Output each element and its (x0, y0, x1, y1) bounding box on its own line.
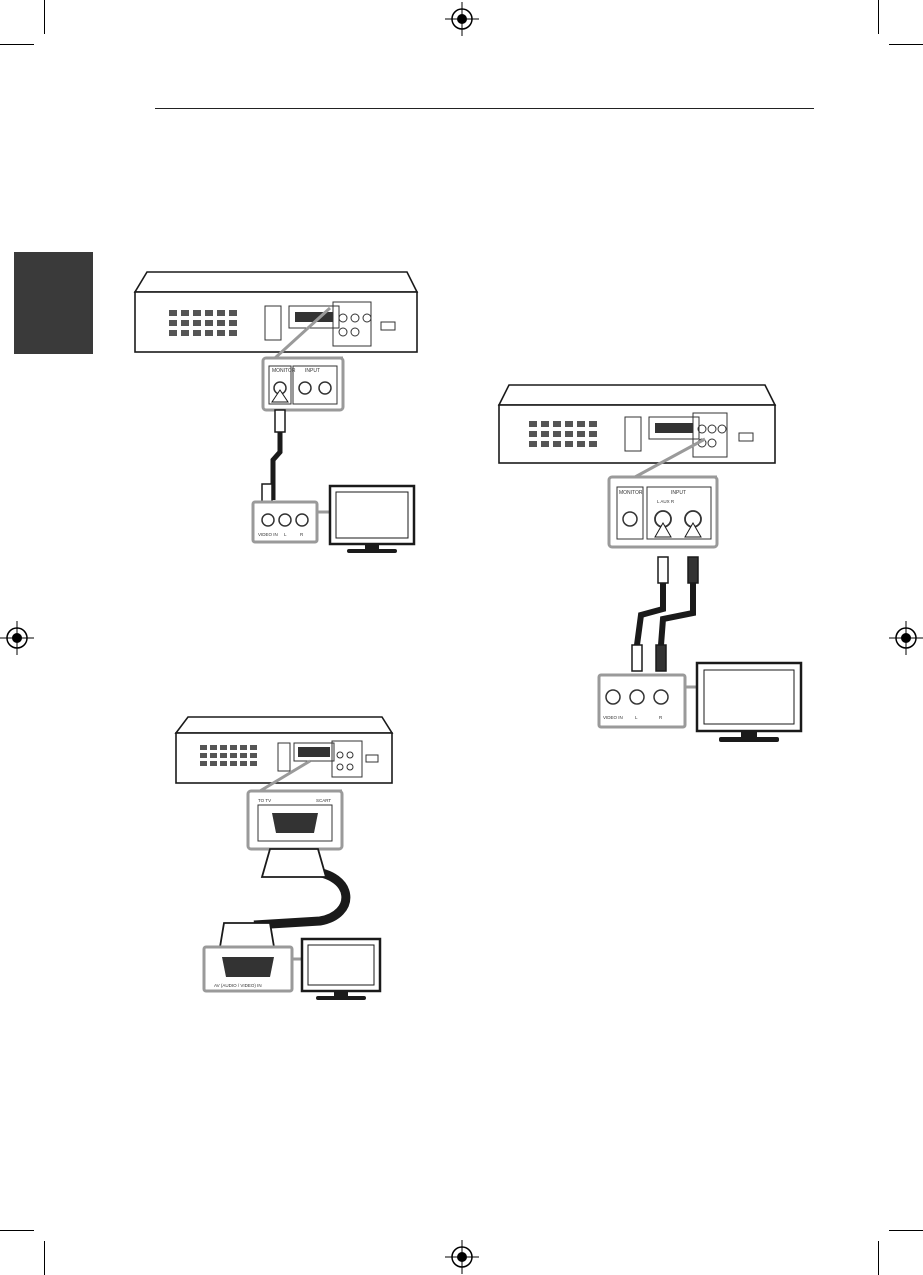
tv-jack-label: VIDEO IN (258, 532, 278, 537)
tv-illustration (330, 486, 414, 553)
tv-illustration (697, 663, 801, 742)
scart-left-label: TO TV (258, 798, 271, 803)
audio-sub-label: L AUX R (657, 499, 675, 504)
receiver-unit (176, 717, 392, 783)
crop-mark (44, 1241, 45, 1275)
tv-jack-panel: VIDEO IN L R (253, 502, 330, 542)
crop-mark (878, 0, 879, 34)
crop-mark (889, 44, 923, 45)
registration-mark-top (445, 2, 479, 36)
registration-mark-left (0, 621, 34, 655)
jack-main-label: MONITOR (272, 368, 296, 374)
receiver-unit (135, 272, 417, 352)
tv-illustration (302, 939, 380, 1000)
crop-mark (0, 1230, 34, 1231)
video-connection-diagram: MONITOR INPUT VIDEO IN L R (125, 262, 425, 557)
tv-jack-panel: VIDEO IN L R (599, 675, 697, 727)
crop-mark (878, 1241, 879, 1275)
tv-jack-panel: AV (AUDIO / VIDEO) IN (204, 947, 302, 991)
scart-right-label: SCART (316, 798, 331, 803)
tv-jack-label: AV (AUDIO / VIDEO) IN (214, 983, 262, 988)
receiver-unit (499, 385, 775, 463)
scart-connection-diagram: TO TV SCART AV (AUDIO / VIDEO) IN (170, 715, 400, 1000)
tv-jack-label: VIDEO IN (603, 715, 623, 720)
crop-mark (0, 44, 34, 45)
scart-cable (220, 849, 346, 947)
audio-connection-diagram: MONITOR INPUT L AUX R VIDEO IN L R (495, 383, 810, 748)
chapter-tab (14, 252, 93, 354)
registration-mark-right (889, 621, 923, 655)
header-rule (155, 108, 814, 109)
jack-sub-label: INPUT (671, 490, 686, 496)
crop-mark (889, 1230, 923, 1231)
crop-mark (44, 0, 45, 34)
registration-mark-bottom (445, 1240, 479, 1274)
jack-sub-label: INPUT (305, 368, 320, 374)
audio-cable (629, 523, 701, 695)
jack-main-label: MONITOR (619, 490, 643, 496)
